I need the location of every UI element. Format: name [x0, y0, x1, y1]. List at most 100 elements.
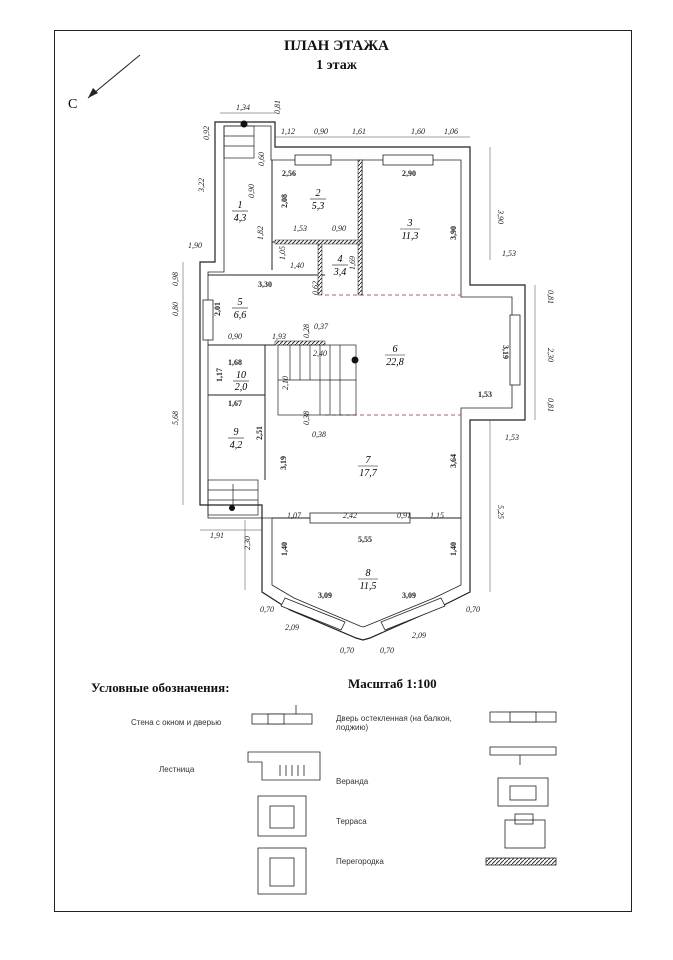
room-9-area: 4,2: [230, 440, 243, 451]
outer-walls: [199, 121, 526, 641]
svg-text:1,06: 1,06: [444, 127, 458, 136]
entrance-marker: [240, 120, 248, 128]
svg-text:3,09: 3,09: [318, 591, 332, 600]
legend-title: Условные обозначения:: [91, 680, 230, 695]
svg-text:0,90: 0,90: [228, 332, 242, 341]
room-5-num: 5: [238, 297, 243, 308]
north-letter: С: [68, 97, 77, 112]
svg-text:2,42: 2,42: [343, 511, 357, 520]
room-6-num: 6: [393, 344, 398, 355]
room-2-num: 2: [316, 188, 321, 199]
svg-text:1,53: 1,53: [478, 390, 492, 399]
svg-text:0,38: 0,38: [312, 430, 326, 439]
svg-text:0,90: 0,90: [314, 127, 328, 136]
svg-text:1,60: 1,60: [411, 127, 425, 136]
svg-text:3,09: 3,09: [402, 591, 416, 600]
terrace-icon: [504, 813, 546, 849]
svg-text:0,90: 0,90: [332, 224, 346, 233]
svg-text:0,28: 0,28: [302, 324, 311, 338]
svg-text:1,53: 1,53: [502, 249, 516, 258]
svg-text:1,91: 1,91: [210, 531, 224, 540]
svg-text:1,68: 1,68: [228, 358, 242, 367]
partition-hatch: [274, 239, 361, 245]
staircase: [207, 125, 357, 516]
room-9-num: 9: [234, 427, 239, 438]
svg-text:1,07: 1,07: [287, 511, 302, 520]
room-4-area: 3,4: [333, 267, 347, 278]
svg-text:2,51: 2,51: [255, 426, 264, 440]
room-3-num: 3: [407, 218, 413, 229]
partition-hatch: [357, 159, 363, 296]
svg-text:0,98: 0,98: [171, 272, 180, 286]
svg-text:0,60: 0,60: [257, 152, 266, 166]
svg-text:1,93: 1,93: [272, 332, 286, 341]
svg-text:5,68: 5,68: [171, 411, 180, 425]
svg-text:1,90: 1,90: [188, 241, 202, 250]
legend-label-wall: Стена с окном и дверью: [131, 718, 222, 727]
svg-text:2,56: 2,56: [282, 169, 296, 178]
stair-marker: [351, 356, 359, 364]
staircase-icon: [247, 751, 321, 781]
room-1-area: 4,3: [234, 213, 247, 224]
dimension-lines: [182, 112, 536, 592]
svg-text:1,69: 1,69: [348, 256, 357, 270]
svg-text:2,09: 2,09: [285, 623, 299, 632]
svg-text:3,64: 3,64: [449, 454, 458, 468]
room-labels: 1 4,3 2 5,3 3 11,3 4 3,4 5 6,6 6 22,8 7 …: [228, 188, 420, 592]
svg-text:5,55: 5,55: [358, 535, 372, 544]
svg-text:1,53: 1,53: [505, 433, 519, 442]
room-10-num: 10: [236, 370, 246, 381]
svg-text:3,90: 3,90: [496, 209, 505, 224]
legend-label-glazed-door: Дверь остекленная (на балкон, лоджию): [336, 714, 452, 732]
svg-text:0,81: 0,81: [273, 100, 282, 114]
svg-text:2,09: 2,09: [412, 631, 426, 640]
svg-text:1,53: 1,53: [293, 224, 307, 233]
svg-text:0,70: 0,70: [380, 646, 394, 655]
room-2-area: 5,3: [312, 201, 325, 212]
room-8-num: 8: [366, 568, 371, 579]
svg-text:0,38: 0,38: [302, 411, 311, 425]
scale-label: Масштаб 1:100: [348, 676, 437, 691]
room-10-area: 2,0: [235, 382, 248, 393]
partition-hatch: [274, 340, 326, 346]
svg-text:3,30: 3,30: [258, 280, 272, 289]
svg-text:2,40: 2,40: [313, 349, 327, 358]
svg-text:1,05: 1,05: [278, 246, 287, 260]
legend-label-veranda: Веранда: [336, 777, 369, 786]
room-4-num: 4: [338, 254, 343, 265]
svg-text:2,30: 2,30: [243, 536, 252, 550]
svg-text:1,67: 1,67: [228, 399, 242, 408]
svg-text:0,81: 0,81: [546, 398, 555, 412]
windows: [202, 154, 521, 631]
stair-plan-icon: [257, 795, 307, 895]
svg-text:0,90: 0,90: [247, 184, 256, 198]
legend-label-staircase: Лестница: [159, 765, 195, 774]
svg-text:0,62: 0,62: [311, 281, 320, 295]
svg-text:1,61: 1,61: [352, 127, 366, 136]
room-8-area: 11,5: [360, 581, 377, 592]
glazed-door-icon: [489, 711, 557, 765]
wall-window-door-icon: [251, 705, 313, 725]
svg-text:1,34: 1,34: [236, 103, 250, 112]
plan-title: ПЛАН ЭТАЖА: [283, 38, 390, 54]
room-6-area: 22,8: [386, 357, 404, 368]
room-7-num: 7: [366, 455, 372, 466]
veranda-icon: [497, 777, 549, 807]
svg-text:0,70: 0,70: [340, 646, 354, 655]
floor-subtitle: 1 этаж: [316, 58, 357, 73]
svg-text:1,40: 1,40: [449, 542, 458, 556]
svg-text:1,15: 1,15: [430, 511, 444, 520]
room-3-area: 11,3: [402, 231, 419, 242]
room-7-area: 17,7: [359, 468, 378, 479]
legend-label-terrace: Терраса: [336, 817, 367, 826]
svg-text:5,25: 5,25: [496, 505, 505, 519]
svg-text:3,22: 3,22: [197, 178, 206, 193]
dimension-labels: 1,34 0,81 0,92 1,12 0,90 1,61 1,60 1,06 …: [171, 100, 555, 655]
legend-icons: [247, 705, 557, 895]
room-5-area: 6,6: [234, 310, 247, 321]
svg-text:1,40: 1,40: [280, 542, 289, 556]
sheet-frame: [54, 30, 632, 912]
entrance-marker: [229, 505, 235, 511]
svg-text:3,19: 3,19: [279, 456, 288, 470]
